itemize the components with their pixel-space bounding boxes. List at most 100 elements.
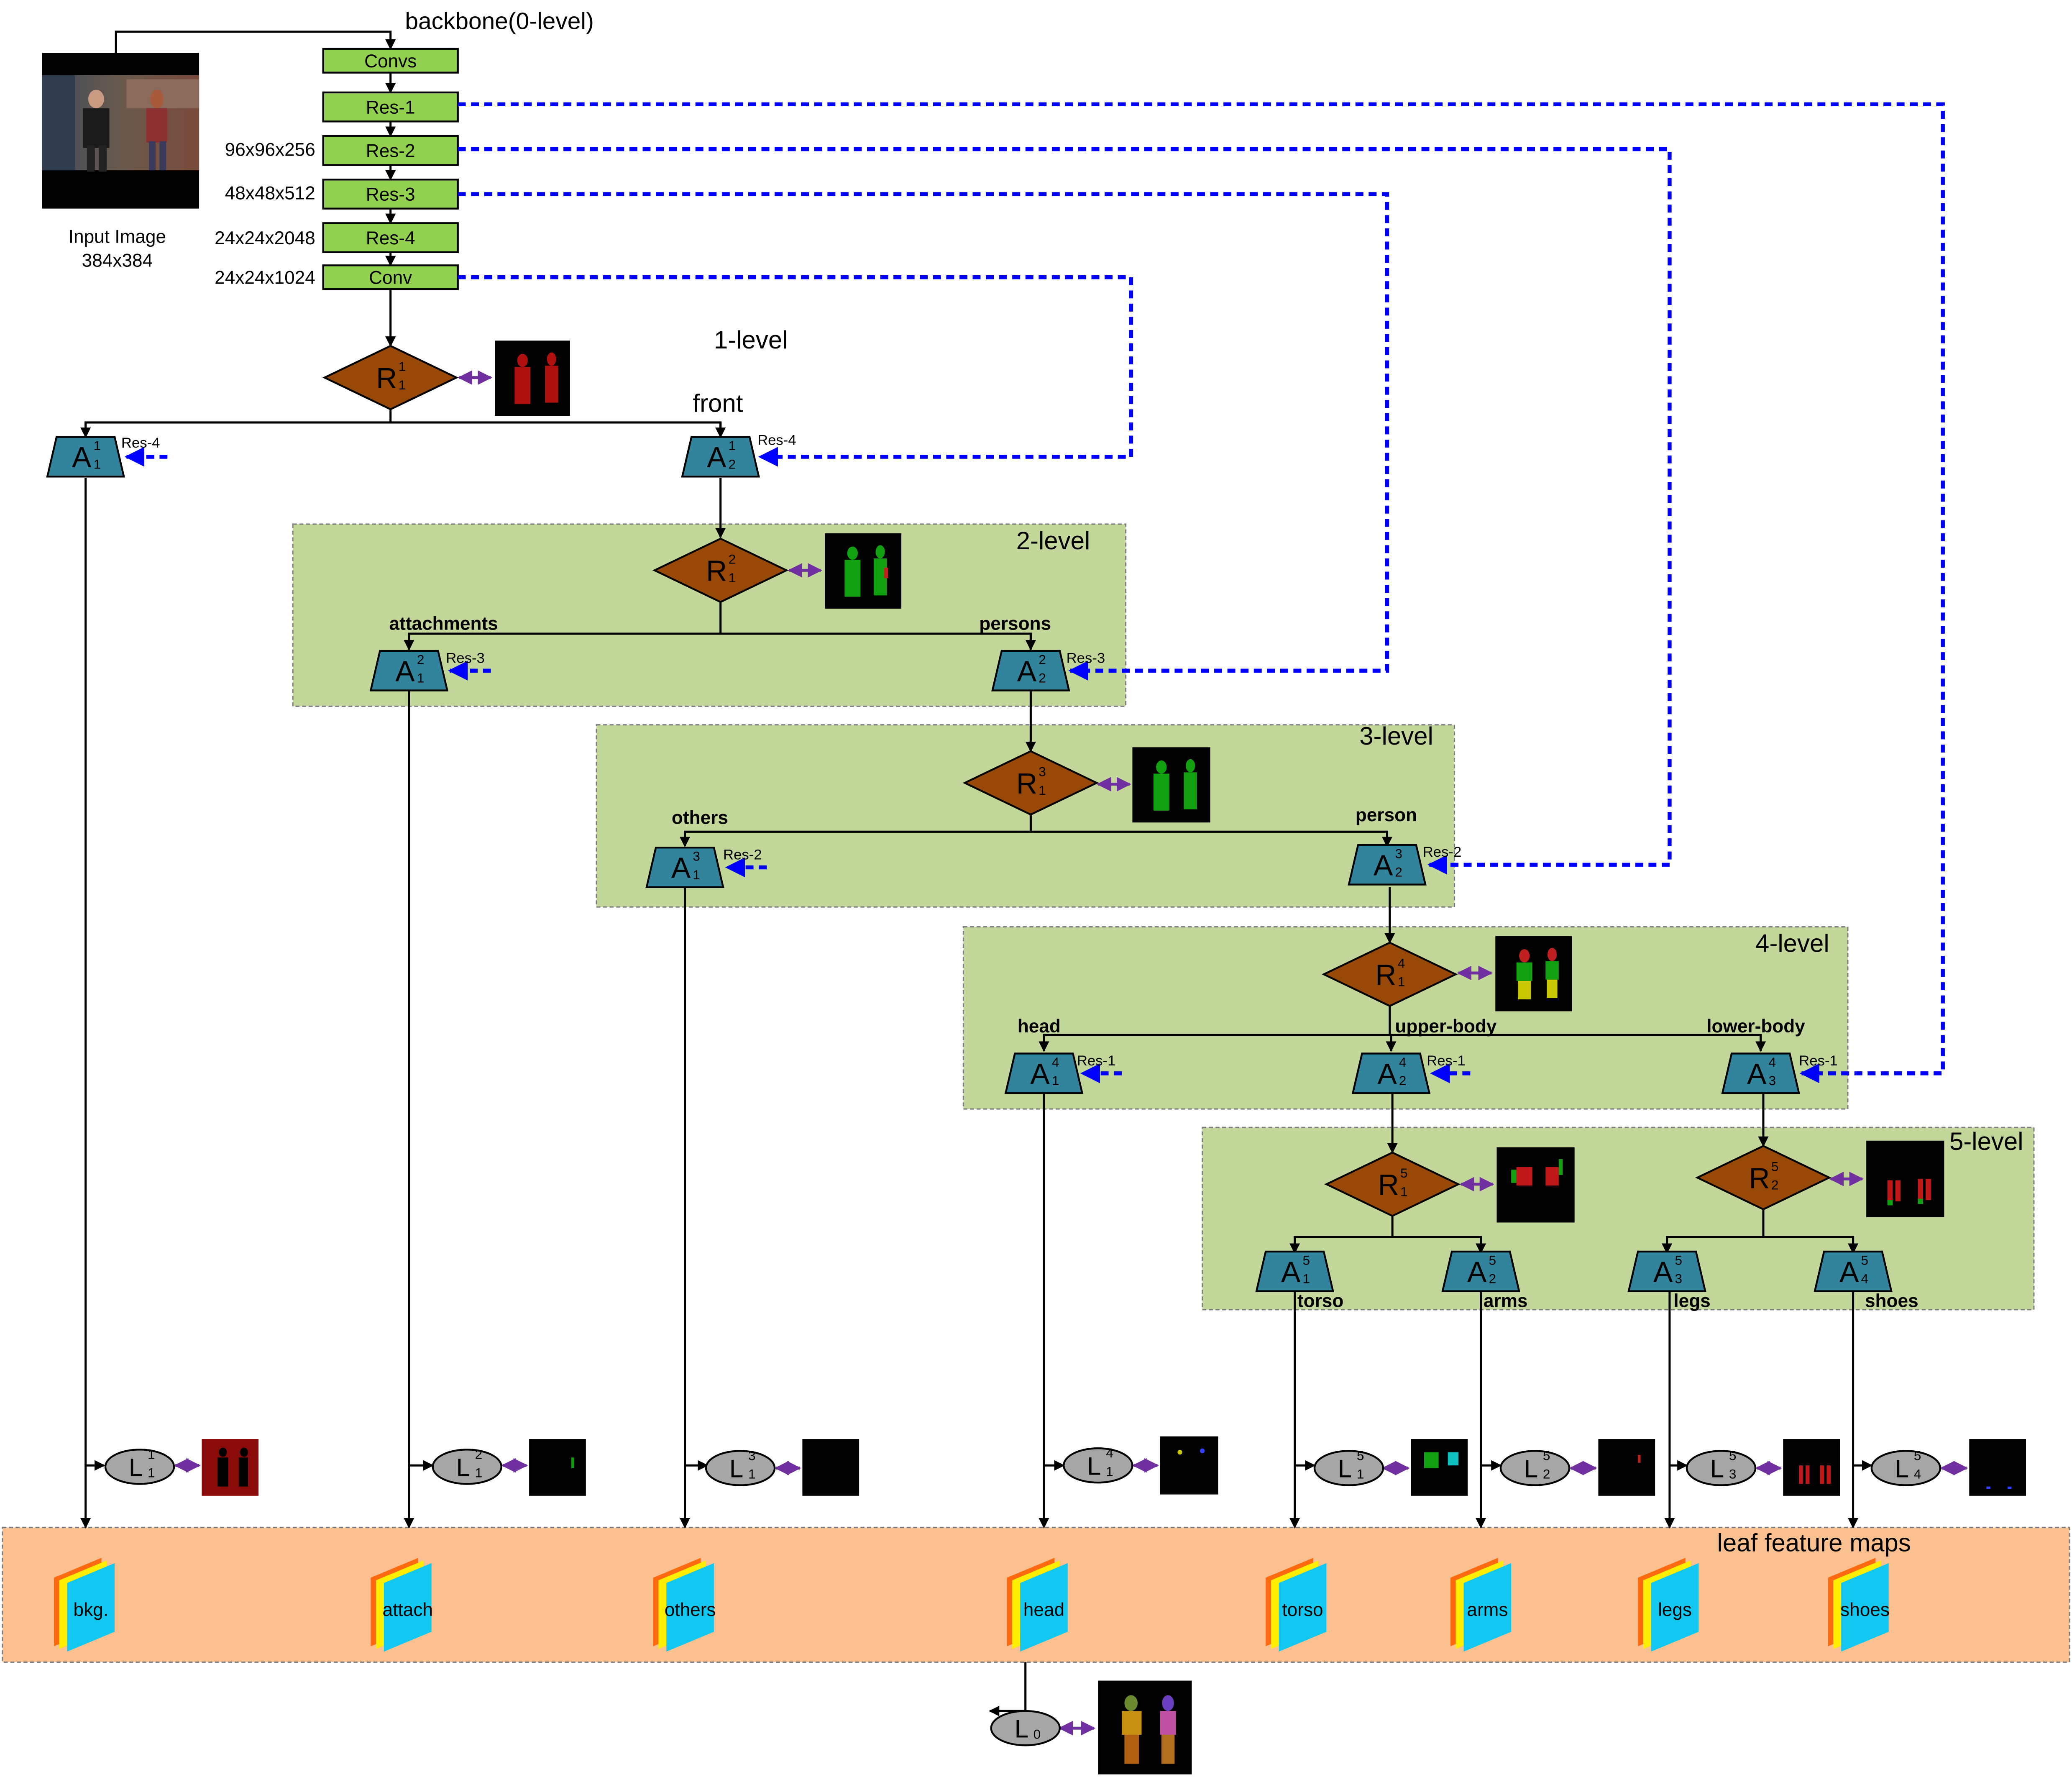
backbone-layer-label: Convs bbox=[364, 51, 417, 72]
level-5-label: 5-level bbox=[1949, 1127, 2023, 1155]
node-subscript: 1 bbox=[399, 377, 406, 392]
branch-persons: persons bbox=[979, 613, 1051, 634]
node-superscript: 5 bbox=[1400, 1165, 1408, 1180]
node-subscript: 2 bbox=[1489, 1271, 1496, 1286]
node-subscript: 1 bbox=[1052, 1073, 1059, 1088]
node-superscript: 3 bbox=[1039, 764, 1046, 779]
node-superscript: 1 bbox=[729, 438, 736, 453]
node-subscript: 2 bbox=[1039, 671, 1046, 686]
backbone-layer-convs: Convs bbox=[322, 48, 459, 94]
node-letter: R bbox=[1378, 1168, 1399, 1201]
node-letter: R bbox=[706, 555, 727, 587]
node-letter: L bbox=[456, 1453, 470, 1481]
node-letter: L bbox=[1338, 1455, 1352, 1483]
input-image-label: Input Image bbox=[69, 227, 166, 247]
node-superscript: 4 bbox=[1106, 1445, 1113, 1460]
backbone-layer-label: Res-4 bbox=[366, 228, 415, 248]
leaf-map-stack-others: others bbox=[653, 1558, 716, 1652]
node-letter: A bbox=[395, 655, 415, 688]
node-letter: A bbox=[1747, 1057, 1767, 1090]
node-subscript: 1 bbox=[1400, 1184, 1408, 1199]
dim-label-res3: 48x48x512 bbox=[225, 183, 315, 204]
node-subscript: 2 bbox=[1543, 1467, 1550, 1482]
seg-map-level5-lower bbox=[1866, 1140, 1944, 1217]
node-letter: R bbox=[376, 362, 397, 394]
node-superscript: 4 bbox=[1398, 955, 1405, 970]
node-subscript: 0 bbox=[1033, 1726, 1041, 1741]
node-subscript: 2 bbox=[1395, 865, 1402, 880]
branch-head: head bbox=[1018, 1016, 1061, 1037]
seg-map-leaf-attach bbox=[529, 1439, 586, 1496]
node-superscript: 5 bbox=[1303, 1252, 1310, 1267]
leaf-map-label: arms bbox=[1467, 1600, 1508, 1620]
res-ref-a42: Res-1 bbox=[1427, 1053, 1466, 1069]
node-letter: L bbox=[129, 1453, 143, 1481]
node-letter: L bbox=[1087, 1452, 1101, 1480]
seg-map-leaf-shoes bbox=[1969, 1439, 2026, 1496]
leaf-map-stack-shoes: shoes bbox=[1828, 1558, 1890, 1652]
seg-map-level4 bbox=[1495, 936, 1572, 1011]
seg-map-leaf-arms bbox=[1598, 1439, 1655, 1496]
node-letter: A bbox=[707, 441, 726, 474]
node-subscript: 1 bbox=[729, 570, 736, 585]
node-superscript: 1 bbox=[399, 359, 406, 374]
branch-shoes: shoes bbox=[1865, 1291, 1919, 1311]
node-superscript: 5 bbox=[1771, 1159, 1779, 1174]
backbone-layer-label: Res-2 bbox=[366, 141, 415, 161]
node-letter: A bbox=[1017, 655, 1037, 688]
res-ref-a41: Res-1 bbox=[1077, 1053, 1116, 1069]
backbone-layer-label: Res-3 bbox=[366, 184, 415, 205]
node-subscript: 3 bbox=[1675, 1271, 1683, 1286]
node-subscript: 1 bbox=[1357, 1467, 1364, 1482]
backbone-layer-label: Res-1 bbox=[366, 97, 415, 118]
branch-person: person bbox=[1356, 805, 1417, 825]
node-subscript: 2 bbox=[1771, 1178, 1779, 1193]
res-reference-labels: Res-4 Res-4 Res-3 Res-3 Res-2 Res-2 Res-… bbox=[121, 433, 1838, 1069]
node-letter: A bbox=[1281, 1255, 1301, 1288]
res-ref-a43: Res-1 bbox=[1799, 1053, 1838, 1069]
node-letter: L bbox=[1895, 1455, 1909, 1483]
level-2-label: 2-level bbox=[1016, 527, 1090, 555]
dim-label-res4: 24x24x2048 bbox=[215, 228, 315, 248]
leaf-map-stack-legs: legs bbox=[1638, 1558, 1699, 1652]
leaf-map-label: bkg. bbox=[74, 1600, 109, 1620]
backbone-layer-conv: Conv bbox=[322, 264, 459, 290]
tree-connections bbox=[80, 31, 1873, 1716]
branch-front: front bbox=[693, 389, 743, 417]
res-ref-a32: Res-2 bbox=[1423, 844, 1462, 860]
segmentation-thumbnails bbox=[202, 341, 2026, 1774]
backbone-title: backbone(0-level) bbox=[405, 8, 593, 34]
leaf-map-label: shoes bbox=[1840, 1600, 1890, 1620]
node-subscript: 1 bbox=[475, 1465, 483, 1480]
node-superscript: 1 bbox=[94, 438, 101, 453]
node-letter: L bbox=[1015, 1715, 1028, 1743]
node-subscript: 1 bbox=[1398, 974, 1405, 989]
seg-map-level5-upper bbox=[1496, 1147, 1575, 1223]
node-letter: L bbox=[1710, 1455, 1724, 1483]
backbone-layer-res2: Res-2 bbox=[322, 135, 459, 181]
node-subscript: 2 bbox=[1399, 1073, 1407, 1088]
backbone-layer-res3: Res-3 bbox=[322, 179, 459, 224]
node-superscript: 3 bbox=[748, 1448, 756, 1463]
